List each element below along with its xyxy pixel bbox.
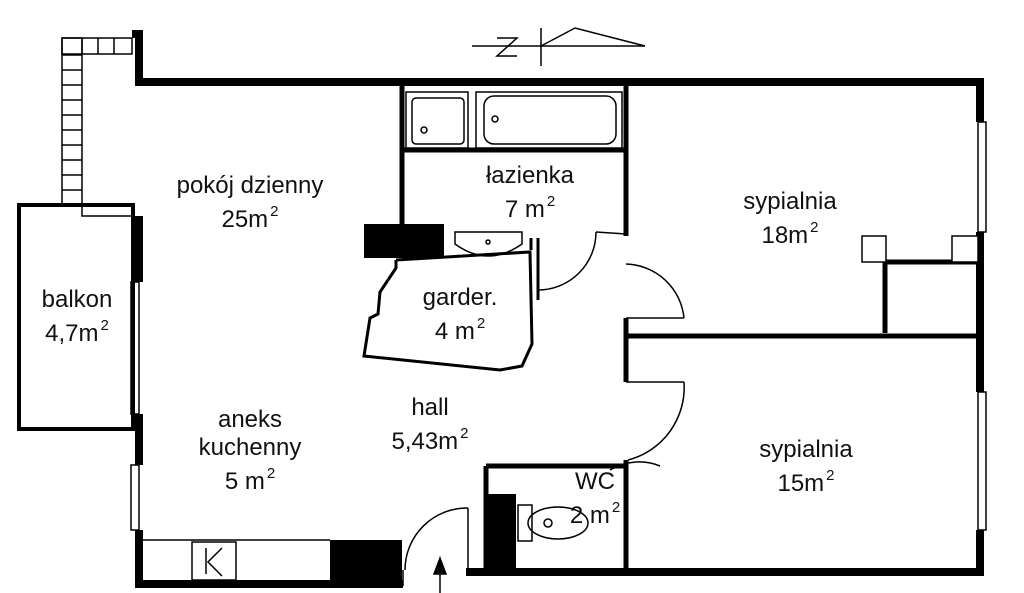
shower-icon: [405, 91, 469, 149]
area-unit-exponent: 2: [100, 317, 109, 334]
room-name: hall: [411, 394, 449, 421]
balcony-railing: [61, 37, 133, 207]
room-area: 4,7m: [45, 320, 99, 347]
room-area: 25m: [221, 206, 269, 233]
room-area: 5,43m: [391, 428, 459, 455]
area-unit-exponent: 2: [826, 467, 835, 484]
area-unit-exponent: 2: [460, 425, 469, 442]
area-unit-exponent: 2: [546, 193, 556, 210]
room-name: łazienka: [485, 162, 575, 189]
kitchen-counter: [142, 539, 330, 581]
room-area: 18m: [761, 222, 809, 249]
doors: [402, 231, 685, 586]
area-unit-exponent: 2: [266, 465, 276, 482]
exterior-walls: [132, 30, 984, 588]
bedroom-ventilation: [861, 235, 979, 263]
structural-columns: [330, 224, 516, 586]
balcony-outline: [17, 203, 135, 431]
room-name-line2: kuchenny: [198, 434, 302, 461]
room-area: 5 m: [224, 468, 265, 495]
room-name-line1: aneks: [217, 406, 283, 433]
sink-icon: [454, 231, 523, 257]
room-name: pokój dzienny: [176, 172, 324, 199]
toilet-icon: [517, 504, 589, 542]
room-name: WC: [575, 468, 615, 495]
room-area: 4 m: [434, 318, 475, 345]
room-name: sypialnia: [759, 436, 853, 463]
room-name: sypialnia: [743, 188, 837, 215]
area-unit-exponent: 2: [810, 219, 819, 236]
area-unit-exponent: 2: [611, 499, 621, 516]
entrance-arrow-icon: [432, 555, 448, 593]
north-arrow-icon: [472, 27, 646, 66]
area-unit-exponent: 2: [476, 315, 486, 332]
room-name: balkon: [41, 286, 113, 313]
area-unit-exponent: 2: [270, 203, 279, 220]
room-area: 2 m: [569, 502, 610, 529]
room-name: garder.: [422, 284, 498, 311]
bathtub-icon: [475, 91, 623, 149]
room-area: 15m: [777, 470, 825, 497]
room-area: 7 m: [504, 196, 545, 223]
interior-walls: [399, 84, 978, 572]
